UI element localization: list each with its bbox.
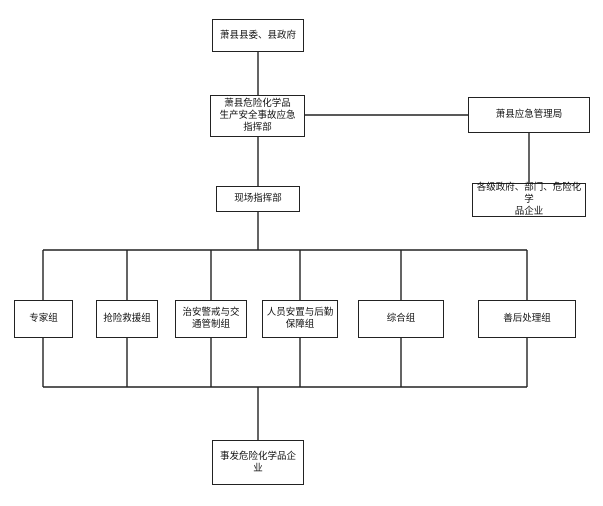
group-aftermath-label: 善后处理组 — [503, 313, 551, 324]
group-evacuation-label: 人员安置与后勤 保障组 — [266, 307, 334, 330]
group-expert-label: 专家组 — [29, 313, 58, 324]
group-aftermath-box: 善后处理组 — [478, 300, 576, 338]
county-party-box: 萧县县委、县政府 — [212, 19, 304, 52]
group-expert-box: 专家组 — [14, 300, 73, 338]
group-rescue-box: 抢险救援组 — [96, 300, 158, 338]
site-hq-box: 现场指挥部 — [216, 186, 300, 212]
group-evacuation-box: 人员安置与后勤 保障组 — [262, 300, 338, 338]
enterprise-label: 事发危险化学品企业 — [219, 450, 296, 474]
command-hq-box: 萧县危险化学品 生产安全事故应急 指挥部 — [210, 95, 305, 137]
group-rescue-label: 抢险救援组 — [103, 313, 151, 324]
group-security-box: 治安警戒与交 通管制组 — [175, 300, 247, 338]
county-party-label: 萧县县委、县政府 — [219, 29, 296, 41]
depts-box: 各级政府、部门、危险化学 品企业 — [472, 182, 586, 217]
group-general-box: 综合组 — [358, 300, 444, 338]
group-general-label: 综合组 — [386, 313, 416, 324]
group-security-label: 治安警戒与交 通管制组 — [182, 307, 240, 330]
command-hq-label: 萧县危险化学品 生产安全事故应急 指挥部 — [219, 98, 296, 133]
emergency-bureau-label: 萧县应急管理局 — [495, 109, 563, 120]
site-hq-label: 现场指挥部 — [234, 193, 282, 204]
depts-label: 各级政府、部门、危险化学 品企业 — [476, 182, 582, 217]
emergency-bureau-box: 萧县应急管理局 — [468, 97, 590, 133]
enterprise-box: 事发危险化学品企业 — [212, 440, 304, 485]
